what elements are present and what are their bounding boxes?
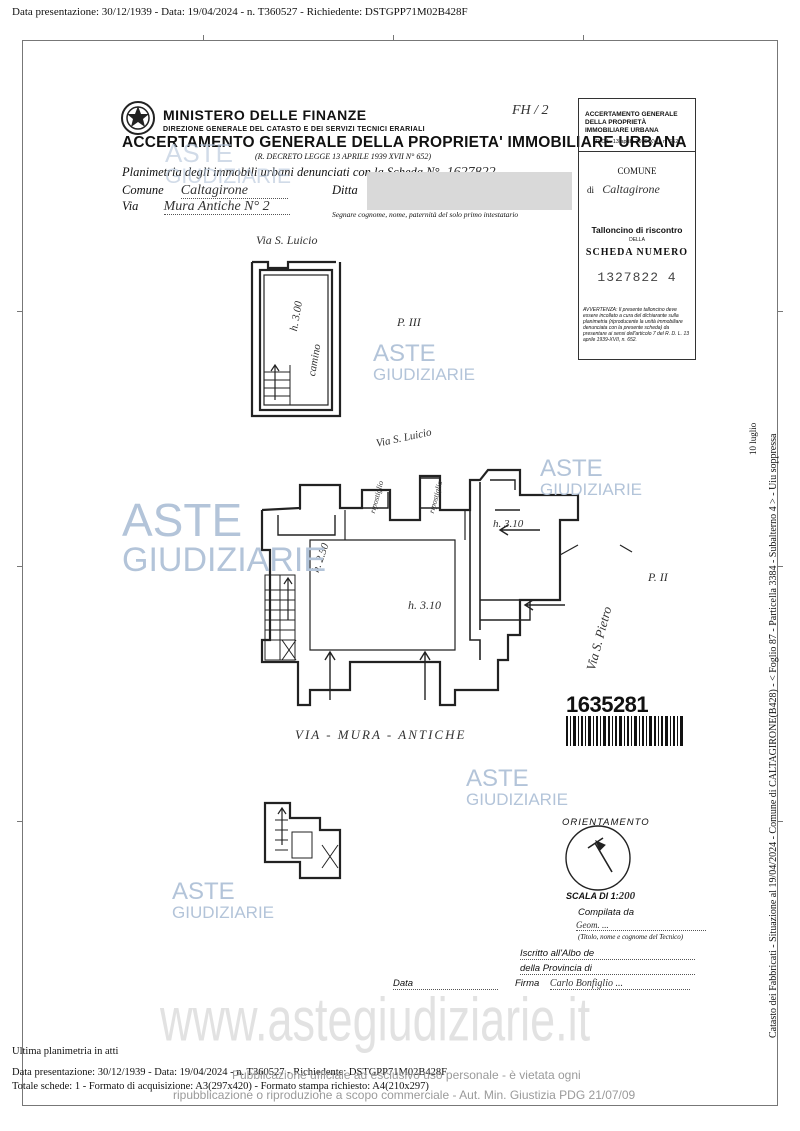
- stamp-avvertenza: AVVERTENZA: Il presente talloncino deve …: [583, 307, 690, 343]
- form-title: ACCERTAMENTO GENERALE DELLA PROPRIETA' I…: [122, 134, 687, 151]
- firma-row: Firma Carlo Bonfiglio ...: [515, 978, 690, 990]
- floor-right-label: P. II: [648, 570, 668, 584]
- footer-line-2: Totale schede: 1 - Formato di acquisizio…: [12, 1081, 429, 1092]
- comune-handwritten: Caltagirone: [180, 183, 288, 199]
- tecnico-note: (Titolo, nome e cognome del Tecnico): [578, 933, 684, 941]
- firma-handwritten: Carlo Bonfiglio ...: [549, 978, 690, 990]
- side-catasto-text: Catasto dei Fabbricati - Situazione al 1…: [768, 433, 779, 1038]
- footer-line-1: Data presentazione: 30/12/1939 - Data: 1…: [12, 1067, 447, 1078]
- height-center-label: h. 3.10: [408, 598, 441, 612]
- republic-emblem-icon: [121, 101, 155, 135]
- stamp-comune-line: di Caltagirone: [587, 182, 660, 196]
- via-row: Via Mura Antiche N° 2: [122, 199, 290, 215]
- header-info-line: Data presentazione: 30/12/1939 - Data: 1…: [12, 6, 468, 18]
- height-right-label: h. 3.10: [493, 518, 524, 530]
- street-bottom-label: VIA - MURA - ANTICHE: [295, 727, 467, 742]
- stamp-della: DELLA: [629, 237, 645, 243]
- stamp-comune-label: COMUNE: [617, 166, 657, 176]
- owner-note: Segnare cognome, nome, paternità del sol…: [332, 210, 519, 219]
- barcode-number: 1635281: [566, 692, 649, 717]
- ditta-label: Ditta: [332, 183, 358, 197]
- floor-top-label: P. III: [397, 315, 421, 329]
- compilata-handwritten: Geom. ...: [576, 920, 706, 931]
- scala-row: SCALA DI 1:200: [566, 890, 636, 902]
- stamp-talloncino: Talloncino di riscontro: [591, 225, 683, 235]
- compilata-label: Compilata da: [578, 907, 634, 918]
- comune-row: Comune Caltagirone: [122, 183, 288, 199]
- redacted-owner-box: [367, 172, 572, 210]
- stamp-scheda-numero: SCHEDA NUMERO: [585, 247, 689, 258]
- page-frame: [17, 35, 783, 1106]
- handwritten-initials: FH / 2: [512, 103, 549, 118]
- stamp-number: 1327822 4: [597, 270, 677, 285]
- street-top-label: Via S. Luicio: [256, 233, 318, 247]
- publication-notice-2: ripubblicazione o riproduzione a scopo c…: [173, 1088, 636, 1102]
- stamp-title: ACCERTAMENTO GENERALE DELLA PROPRIETÀ IM…: [585, 111, 678, 134]
- scala-value: 200: [618, 890, 636, 902]
- barcode-icon: [566, 716, 683, 746]
- ministry-title: MINISTERO DELLE FINANZE: [163, 107, 367, 123]
- side-small-text: 10 luglio: [748, 422, 758, 455]
- stamp-law: (R.D.L. 13 aprile 1939-XVII, n. 652): [593, 139, 681, 145]
- decree-line: (R. DECRETO LEGGE 13 APRILE 1939 XVII N°…: [255, 152, 431, 161]
- data-label: Data: [393, 978, 498, 990]
- via-handwritten: Mura Antiche N° 2: [163, 199, 290, 215]
- albo-label: Iscritto all'Albo de: [520, 948, 695, 960]
- watermark-site: www.astegiudiziarie.it: [160, 985, 591, 1054]
- footer-ultima: Ultima planimetria in atti: [12, 1046, 119, 1057]
- orientamento-label: ORIENTAMENTO: [562, 817, 650, 828]
- talloncino-stamp: ACCERTAMENTO GENERALE DELLA PROPRIETÀ IM…: [578, 98, 696, 360]
- publication-notice-1: Pubblicazione ufficiale ad esclusivo uso…: [232, 1068, 581, 1082]
- provincia-label: della Provincia di: [520, 963, 695, 975]
- direction-title: DIREZIONE GENERALE DEL CATASTO E DEI SER…: [163, 126, 425, 133]
